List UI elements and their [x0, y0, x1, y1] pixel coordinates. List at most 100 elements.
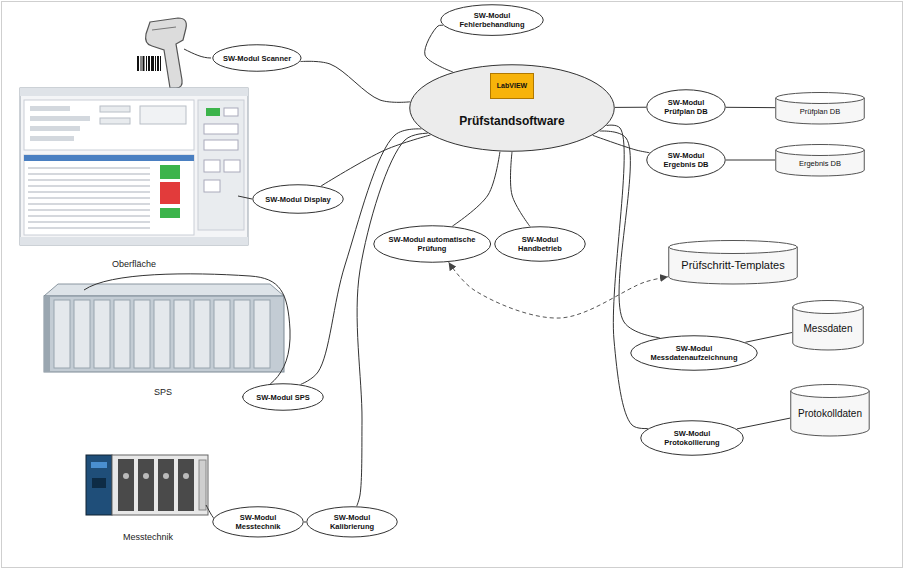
image-caption: SPS	[154, 387, 172, 397]
screenshot-illustration	[20, 237, 248, 245]
module-ellipse: SW-Modul Ergebnis DB	[646, 142, 726, 178]
connector-line	[304, 521, 306, 522]
screenshot-illustration	[100, 118, 130, 124]
node-label: Messdaten	[804, 323, 853, 335]
measurement-hardware-illustration	[143, 473, 149, 479]
plc-rack-illustration	[114, 300, 130, 368]
module-ellipse: SW-Modul Messdatenaufzeichnung	[630, 335, 758, 371]
screenshot-illustration	[204, 140, 238, 150]
ellipse-outline	[495, 227, 586, 262]
barcode-scanner-illustration	[137, 56, 139, 71]
connector-line	[452, 152, 500, 226]
text-block: Protokolldaten	[798, 408, 862, 420]
measurement-hardware-illustration	[86, 455, 112, 515]
ellipse-outline	[631, 336, 758, 371]
barcode-scanner-illustration	[157, 56, 159, 71]
node-label: SW-Modul Messtechnik	[223, 513, 293, 531]
node-label: SW-Modul Messdatenaufzeichnung	[644, 344, 744, 362]
connector-line	[615, 107, 646, 108]
connector-line	[745, 333, 792, 343]
text-block: SW-Modul SPS	[256, 393, 310, 402]
text-block: Messdaten	[804, 323, 853, 335]
text-block: SW-Modul Ergebnis DB	[656, 151, 716, 169]
text-block: SW-Modul Protokollierung	[652, 429, 732, 447]
screenshot-illustration	[20, 88, 248, 96]
ellipse-outline	[243, 384, 324, 411]
database-cylinder: Messdaten	[792, 300, 864, 350]
text-block: SW-Modul Messdatenaufzeichnung	[644, 344, 744, 362]
plc-rack-illustration	[234, 300, 250, 368]
barcode-scanner-illustration	[151, 56, 154, 71]
node-label: SW-Modul Handbetrieb	[505, 235, 575, 253]
ellipse-outline	[410, 65, 615, 152]
measurement-hardware-illustration	[118, 459, 134, 511]
ellipse-outline	[213, 45, 301, 72]
ellipse-outline	[647, 143, 726, 178]
module-ellipse: SW-Modul SPS	[242, 383, 324, 411]
barcode-scanner-illustration	[155, 56, 156, 71]
text-block: Prüfstandsoftware	[459, 114, 564, 128]
module-ellipse: SW-Modul Kalibrierung	[306, 506, 398, 538]
text-block: SW-Modul Scanner	[223, 54, 291, 63]
measurement-hardware-illustration	[163, 473, 169, 479]
barcode-scanner-illustration	[160, 56, 161, 71]
image-caption: Oberfläche	[112, 259, 156, 269]
module-ellipse: SW-Modul Display	[252, 184, 344, 214]
node-label: Ergebnis DB	[799, 159, 841, 168]
barcode-scanner-illustration	[148, 56, 150, 71]
node-label: SW-Modul Kalibrierung	[317, 513, 387, 531]
screenshot-illustration	[204, 160, 220, 172]
connector-line	[321, 135, 431, 186]
connection-wire	[84, 274, 290, 397]
database-cylinder: Ergebnis DB	[775, 144, 865, 176]
node-label: SW-Modul Ergebnis DB	[656, 151, 716, 169]
text-block: LabVIEW	[497, 82, 527, 90]
cylinder-top	[776, 93, 865, 104]
plc-rack-illustration	[44, 296, 50, 372]
barcode-scanner-illustration	[146, 18, 187, 88]
connector-line	[300, 61, 410, 102]
connector-line	[510, 152, 529, 226]
ellipse-outline	[441, 5, 544, 36]
plc-rack-illustration	[254, 300, 270, 368]
measurement-hardware-illustration	[123, 473, 129, 479]
ellipse-outline	[647, 90, 726, 125]
main-ellipse: Prüfstandsoftware LabVIEW	[409, 64, 615, 152]
plc-rack-illustration	[94, 300, 110, 368]
screenshot-illustration	[20, 88, 248, 245]
module-ellipse: SW-Modul Scanner	[212, 44, 302, 72]
plc-rack-illustration	[174, 300, 190, 368]
text-block: SW-Modul automatische Prüfung	[386, 235, 478, 253]
measurement-hardware-illustration	[183, 473, 189, 479]
text-block: SW-Modul Handbetrieb	[505, 235, 575, 253]
node-label: Prüfschritt-Templates	[681, 259, 784, 272]
screenshot-illustration	[30, 116, 90, 121]
connector-line	[737, 418, 790, 429]
ellipse-outline	[641, 421, 744, 456]
ellipse-outline	[374, 226, 491, 263]
database-cylinder: Prüfplan DB	[775, 92, 865, 124]
cylinder-top	[669, 241, 798, 254]
connector-line	[357, 133, 428, 506]
measurement-hardware-illustration	[92, 478, 106, 488]
plc-rack-illustration	[54, 300, 70, 368]
screenshot-illustration	[100, 106, 130, 112]
connection-wire	[238, 196, 252, 199]
measurement-hardware-illustration	[91, 462, 107, 468]
screenshot-illustration	[206, 108, 220, 116]
node-label: SW-Modul Scanner	[223, 54, 291, 63]
ellipse-outline	[213, 507, 304, 537]
module-ellipse: SW-Modul Fehlerbehandlung	[440, 4, 544, 36]
node-label: SW-Modul Protokollierung	[652, 429, 732, 447]
screenshot-illustration	[204, 180, 220, 192]
connector-line	[607, 125, 648, 428]
cylinder-top	[793, 301, 864, 314]
ellipse-outline	[253, 185, 344, 214]
plc-rack-illustration	[194, 300, 210, 368]
barcode-scanner-illustration	[137, 18, 186, 88]
screenshot-illustration	[24, 155, 194, 161]
node-label: LabVIEW	[497, 82, 527, 90]
barcode-scanner-illustration	[152, 27, 176, 30]
connector-line	[593, 135, 650, 152]
